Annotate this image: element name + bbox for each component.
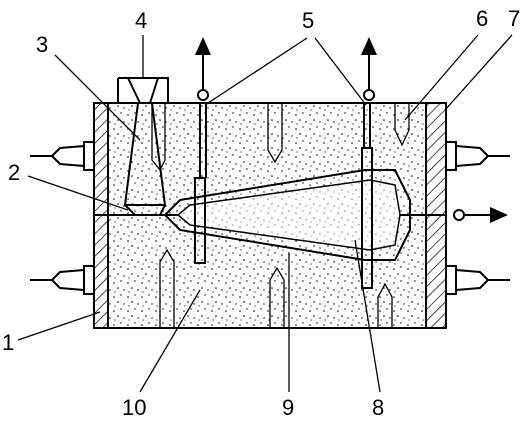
leader-10 [139,289,201,393]
pouring-basin [117,77,169,104]
casting-cavity [163,169,411,261]
leader-8 [354,239,381,393]
clamp-left-top [30,141,95,171]
clamp-left-bottom [30,265,95,295]
callout-2: 2 [8,160,20,185]
callout-6: 6 [476,6,488,31]
clamp-right-bottom [445,265,510,295]
spike-bottom-2 [269,266,285,327]
spike-bottom-1 [159,248,175,327]
spike-top-1 [151,104,166,172]
leader-5a [204,37,308,106]
core-hatch [178,180,400,250]
sprue [123,102,167,206]
leader-3 [54,54,141,141]
callout-5: 5 [302,8,314,33]
callout-8: 8 [372,395,384,420]
leader-7 [444,34,513,111]
vent-outlet-side-icon [453,209,465,221]
leader-1 [17,311,101,341]
gate [124,204,166,216]
callout-9: 9 [282,395,294,420]
callout-4: 4 [135,8,147,33]
vent-outlet-left-icon [197,89,209,101]
callout-3: 3 [36,32,48,57]
callout-10: 10 [122,395,146,420]
clamp-right-top [445,141,510,171]
core-print-right [361,147,373,289]
spike-top-2 [267,104,283,164]
leader-5b [314,37,367,106]
spike-top-3 [394,104,410,147]
callout-7: 7 [508,6,520,31]
leader-6 [404,34,479,121]
callout-1: 1 [2,330,14,355]
spike-bottom-3 [377,282,393,327]
leader-2 [27,175,129,211]
vent-outlet-right-icon [363,89,375,101]
